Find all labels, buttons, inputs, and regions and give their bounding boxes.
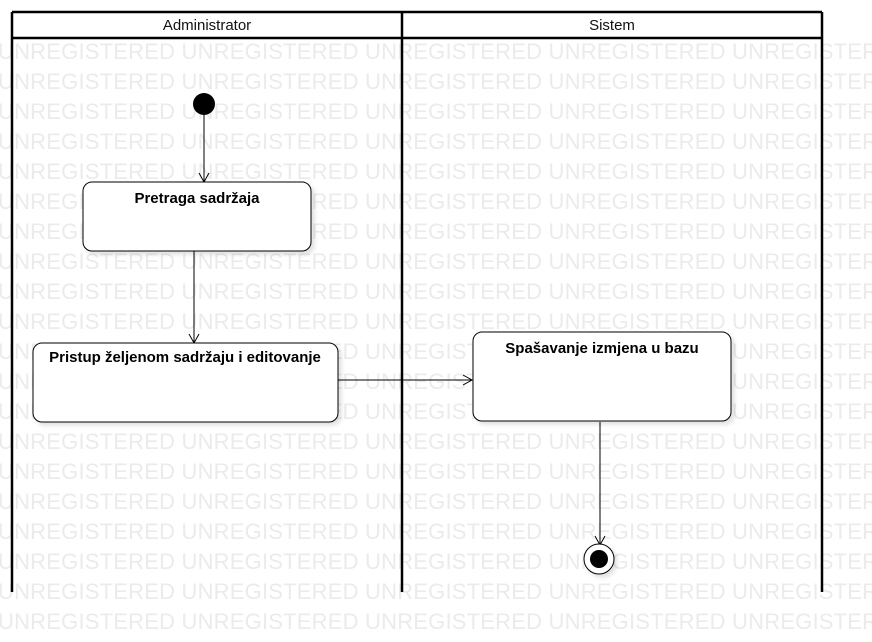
action-box-save[interactable]	[472, 331, 732, 422]
swimlane-title-sistem: Sistem	[589, 17, 635, 34]
final-node-dot	[590, 550, 608, 568]
action-label-edit: Pristup željenom sadržaju i editovanje	[49, 349, 321, 366]
initial-node[interactable]	[193, 93, 215, 115]
action-node-search[interactable]: Pretraga sadržaja	[82, 181, 312, 252]
action-box-search[interactable]	[82, 181, 312, 252]
swimlane-title-administrator: Administrator	[163, 17, 251, 34]
action-label-search: Pretraga sadržaja	[134, 190, 260, 207]
swimlane-frame	[10, 10, 824, 592]
action-box-edit[interactable]	[32, 342, 339, 423]
action-node-save[interactable]: Spašavanje izmjena u bazu	[472, 331, 732, 422]
final-node[interactable]	[583, 543, 615, 575]
control-flows	[188, 115, 606, 547]
action-node-edit[interactable]: Pristup željenom sadržaju i editovanje	[32, 342, 339, 423]
action-label-save: Spašavanje izmjena u bazu	[505, 340, 698, 357]
arrowhead-to-save	[462, 374, 474, 386]
